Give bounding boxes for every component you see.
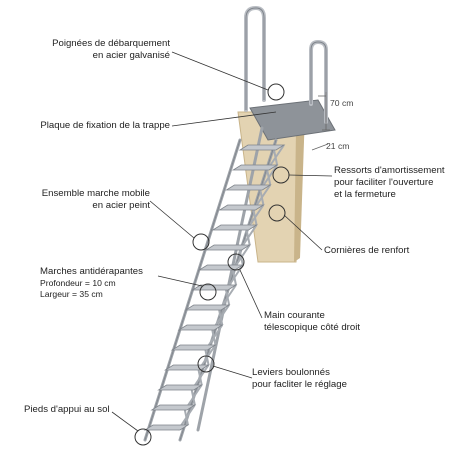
label-plate-line1: Plaque de fixation de la trappe (40, 120, 170, 131)
scissor-link (218, 309, 224, 326)
label-feet: Pieds d'appui au sol (24, 404, 144, 416)
leader-lines (111, 51, 333, 432)
label-steps: Marches antidérapantes Profondeur = 10 c… (40, 266, 170, 300)
label-steps-width: Largeur = 35 cm (40, 289, 103, 299)
label-handrail: Main courante télescopique côté droit (264, 310, 394, 334)
ladder-step (184, 304, 231, 311)
label-feet-line1: Pieds d'appui au sol (24, 404, 110, 415)
dimension-width: 21 cm (326, 141, 350, 151)
ladder-step (143, 424, 190, 431)
trapdoor-panel-side (294, 112, 305, 262)
ladder-step (197, 264, 245, 271)
scissor-link (266, 169, 272, 186)
label-handrail-line2: télescopique côté droit (264, 322, 360, 333)
ladder-step (204, 244, 252, 251)
label-levers-line2: pour facliter le réglage (252, 379, 347, 390)
scissor-link (183, 409, 189, 426)
ladder-step (150, 404, 197, 411)
label-handrail-line1: Main courante (264, 310, 325, 321)
ladder-step (231, 164, 279, 171)
ladder-step (218, 204, 265, 211)
label-handles: Poignées de débarquement en acier galvan… (20, 38, 170, 62)
label-handles-line1: Poignées de débarquement (52, 38, 170, 49)
ladder-steps (143, 144, 286, 431)
label-handles-line2: en acier galvanisé (92, 50, 170, 61)
scissor-link (259, 189, 265, 206)
ladder-step (157, 384, 204, 391)
scissor-link (204, 349, 210, 366)
label-springs-line2: pour faciliter l'ouverture (334, 177, 434, 188)
ladder-step (211, 224, 258, 231)
ladder-step (225, 184, 272, 191)
scissor-link (252, 209, 258, 226)
label-steps-depth: Profondeur = 10 cm (40, 278, 116, 288)
label-springs-line3: et la fermeture (334, 189, 396, 200)
label-stepset: Ensemble marche mobile en acier peint (10, 188, 150, 212)
label-stepset-line2: en acier peint (92, 200, 150, 211)
label-steps-line1: Marches antidérapantes (40, 266, 143, 277)
dimension-length: 70 cm (330, 98, 354, 108)
label-springs: Ressorts d'amortissement pour faciliter … (334, 165, 464, 201)
ladder-step (238, 144, 286, 151)
label-stepset-line1: Ensemble marche mobile (41, 188, 150, 199)
label-levers: Leviers boulonnés pour facliter le régla… (252, 367, 382, 391)
scissor-link (225, 289, 231, 306)
ladder-step (170, 344, 217, 351)
ladder-step (163, 364, 210, 371)
label-levers-line1: Leviers boulonnés (252, 367, 330, 378)
ladder-step (177, 324, 224, 331)
scissor-link (197, 369, 203, 386)
scissor-link (231, 269, 237, 286)
scissor-link (190, 389, 196, 406)
scissor-link (238, 249, 244, 266)
scissor-link (273, 149, 279, 166)
label-plate: Plaque de fixation de la trappe (10, 120, 170, 132)
scissor-link (211, 329, 217, 346)
label-corners: Cornières de renfort (324, 245, 454, 257)
label-corners-line1: Cornières de renfort (324, 245, 410, 256)
label-springs-line1: Ressorts d'amortissement (334, 165, 445, 176)
scissor-link (245, 229, 251, 246)
